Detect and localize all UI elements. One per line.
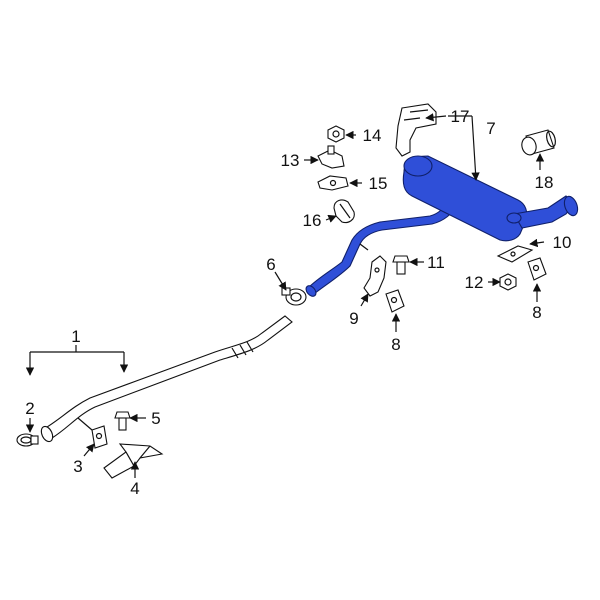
callout-9: 9 — [349, 309, 358, 328]
muffler-assembly — [305, 155, 579, 297]
callout-8-left: 8 — [391, 335, 400, 354]
isolator-part — [385, 289, 405, 313]
exhaust-tip-part — [521, 129, 556, 156]
callout-16: 16 — [303, 211, 322, 230]
clamp-part — [16, 433, 39, 447]
nut-part — [499, 273, 517, 291]
callout-5: 5 — [151, 409, 160, 428]
bracket-part — [496, 245, 534, 263]
hanger-part — [317, 145, 345, 169]
callout-3: 3 — [73, 457, 82, 476]
bolt-part — [114, 411, 131, 431]
isolator-part — [91, 425, 108, 449]
nut-part — [327, 125, 345, 143]
callout-7: 7 — [486, 119, 495, 138]
callout-11: 11 — [427, 253, 445, 272]
callout-labels: 1 2 3 4 5 6 7 8 8 9 10 11 12 13 14 15 16… — [25, 107, 571, 498]
callout-8-right: 8 — [532, 303, 541, 322]
callout-10: 10 — [553, 233, 572, 252]
front-exhaust-pipe — [40, 315, 293, 443]
callout-14: 14 — [363, 126, 382, 145]
callout-13: 13 — [281, 151, 300, 170]
bolt-part — [392, 255, 410, 275]
bracket-part — [103, 443, 164, 479]
isolator-part — [527, 257, 547, 281]
callout-1: 1 — [71, 327, 80, 346]
clamp-part — [281, 287, 307, 306]
clamp-part — [333, 199, 355, 224]
callout-15: 15 — [369, 174, 388, 193]
callout-12: 12 — [465, 273, 484, 292]
bracket-part — [317, 175, 349, 191]
heat-shield-part — [395, 103, 437, 157]
leader-lines — [25, 113, 545, 478]
callout-2: 2 — [25, 399, 34, 418]
callout-17: 17 — [451, 107, 470, 126]
callout-4: 4 — [130, 479, 139, 498]
callout-18: 18 — [535, 173, 554, 192]
callout-6: 6 — [266, 255, 275, 274]
bracket-part — [363, 255, 387, 297]
